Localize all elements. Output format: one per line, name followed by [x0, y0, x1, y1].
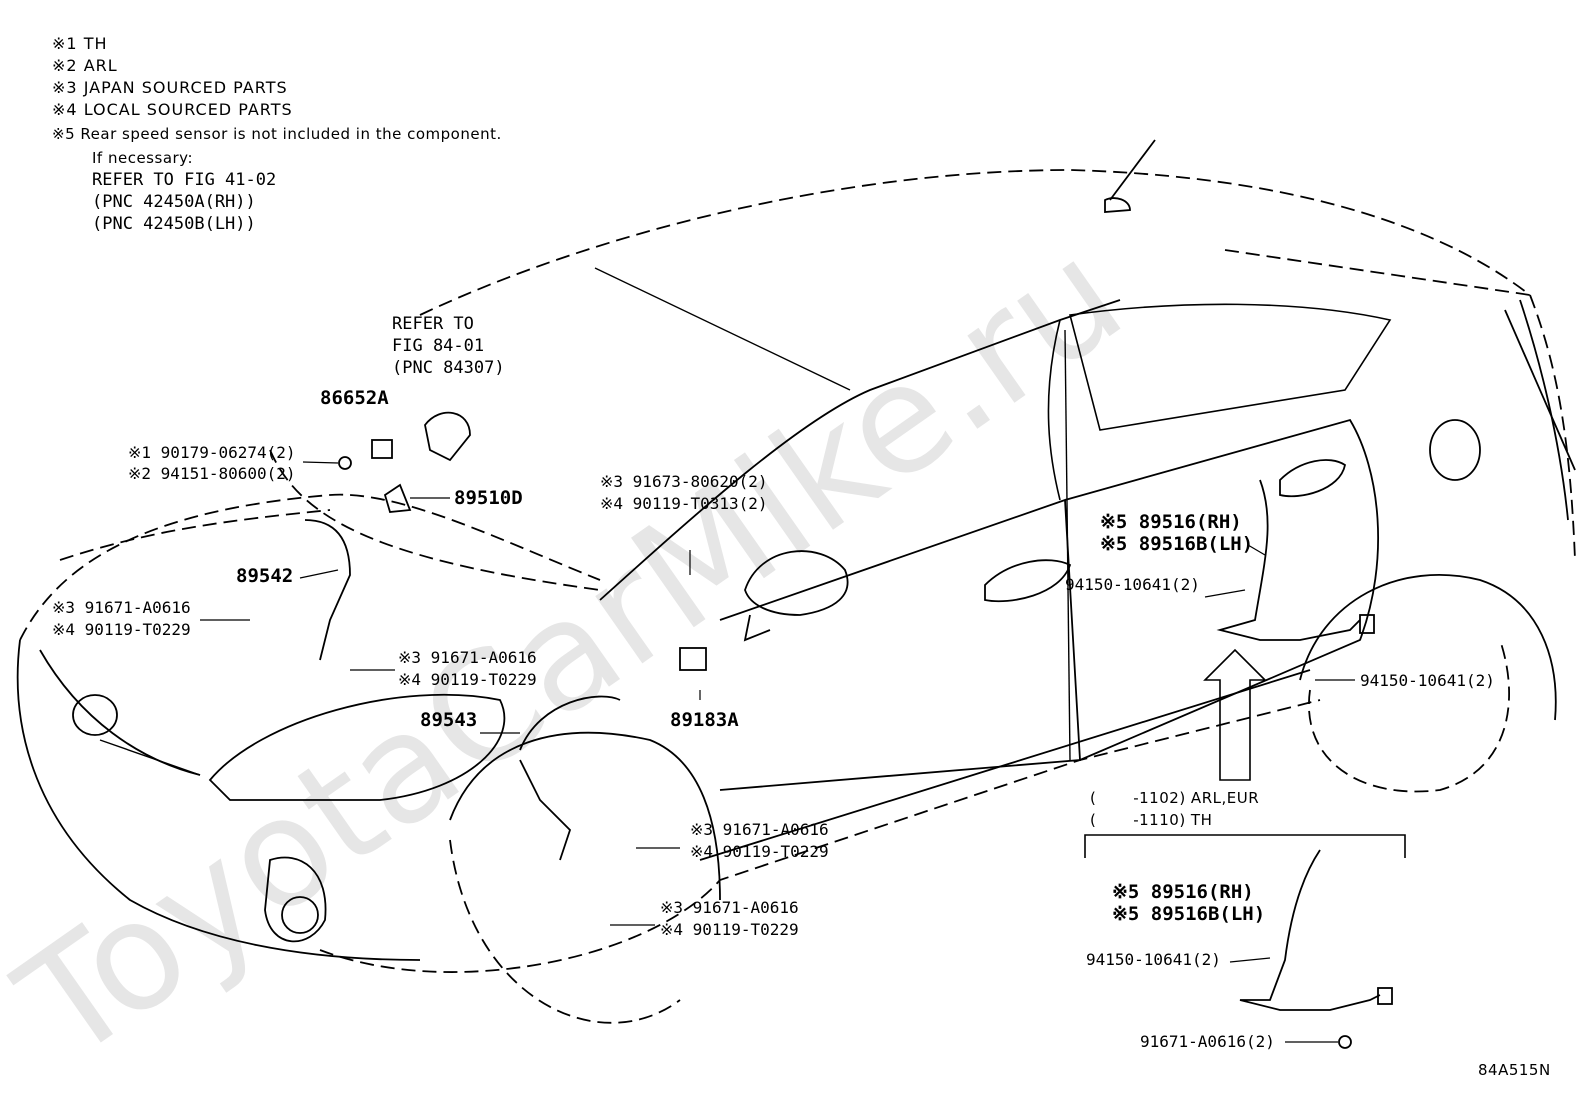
legend-note-line3: (PNC 42450A(RH))	[92, 192, 256, 212]
inset-sensor-lh: ※5 89516B(LH)	[1112, 903, 1266, 925]
rear-sensor-lh: ※5 89516B(LH)	[1100, 533, 1254, 555]
refer-line2: FIG 84-01	[392, 336, 485, 356]
bolt-89542-a: ※3 91671-A0616	[52, 598, 191, 617]
legend-note-line4: (PNC 42450B(LH))	[92, 214, 256, 234]
bolt-top-2: ※2 94151-80600(2)	[128, 464, 296, 483]
part-89183a: 89183A	[670, 709, 739, 731]
part-89542: 89542	[236, 565, 294, 587]
legend-item-4: ※4 LOCAL SOURCED PARTS	[52, 100, 293, 119]
bolt-89542-b: ※4 90119-T0229	[52, 620, 191, 639]
rear-nut-2: 94150-10641(2)	[1360, 671, 1495, 690]
figure-id: 84A515N	[1478, 1061, 1551, 1079]
bolt-top-1: ※1 90179-06274(2)	[128, 443, 296, 462]
bolt-wheel1-a: ※3 91671-A0616	[690, 820, 829, 839]
bolt-mid-b: ※4 90119-T0229	[398, 670, 537, 689]
bolt-89183-b: ※4 90119-T0313(2)	[600, 494, 768, 513]
range-line-2: ( -1110) TH	[1090, 811, 1213, 829]
refer-line1: REFER TO	[392, 314, 474, 334]
bolt-wheel2-a: ※3 91671-A0616	[660, 898, 799, 917]
rear-nut-1: 94150-10641(2)	[1065, 575, 1200, 594]
inset-nut: 94150-10641(2)	[1086, 950, 1221, 969]
legend-note-line2: REFER TO FIG 41-02	[92, 170, 277, 190]
bolt-wheel1-b: ※4 90119-T0229	[690, 842, 829, 861]
bolt-89183-a: ※3 91673-80620(2)	[600, 472, 768, 491]
part-89510d: 89510D	[454, 487, 523, 509]
legend-note-line1: If necessary:	[92, 149, 194, 167]
part-89543: 89543	[420, 709, 478, 731]
bolt-mid-a: ※3 91671-A0616	[398, 648, 537, 667]
range-line-1: ( -1102) ARL,EUR	[1090, 789, 1260, 807]
legend-item-5: ※5 Rear speed sensor is not included in …	[52, 125, 502, 143]
legend-item-1: ※1 TH	[52, 34, 108, 53]
roof-line	[419, 169, 1531, 316]
bolt-wheel2-b: ※4 90119-T0229	[660, 920, 799, 939]
inset-sensor-rh: ※5 89516(RH)	[1112, 881, 1254, 903]
inset-bolt: 91671-A0616(2)	[1140, 1032, 1275, 1051]
legend-item-3: ※3 JAPAN SOURCED PARTS	[52, 78, 288, 97]
legend-item-2: ※2 ARL	[52, 56, 118, 75]
part-86652a: 86652A	[320, 387, 389, 409]
refer-line3: (PNC 84307)	[392, 358, 505, 378]
rear-sensor-rh: ※5 89516(RH)	[1100, 511, 1242, 533]
